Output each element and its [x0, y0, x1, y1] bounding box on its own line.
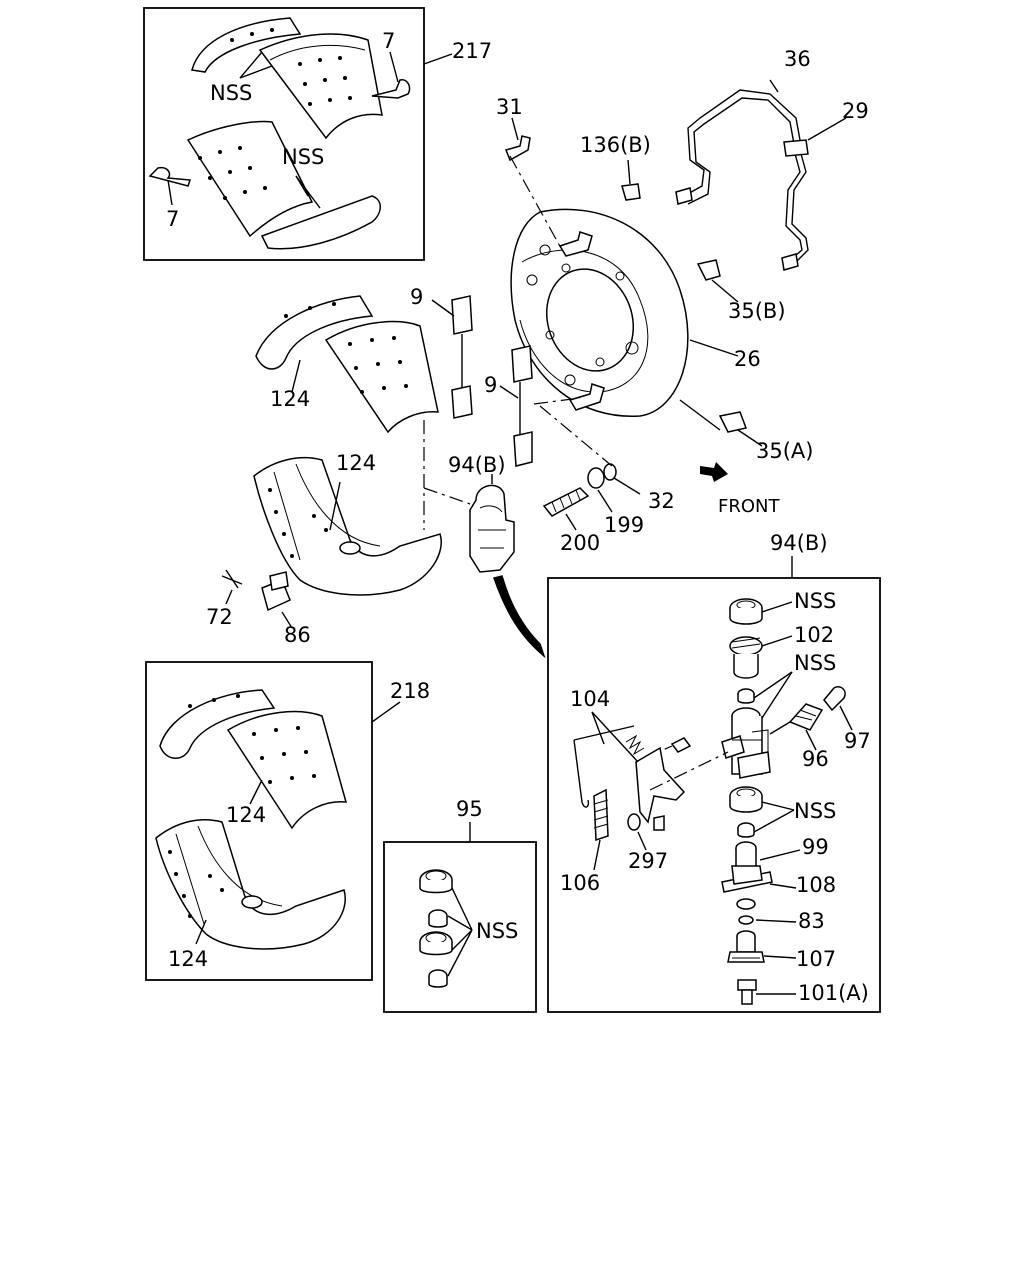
callout-95: 95 — [456, 797, 483, 821]
kit-218-box — [145, 661, 401, 981]
callout-nss-217b: NSS — [282, 145, 324, 169]
callout-124-lower: 124 — [336, 451, 376, 475]
callout-nss-217a: NSS — [210, 81, 252, 105]
callout-nss-d3: NSS — [794, 799, 836, 823]
callout-99: 99 — [802, 835, 829, 859]
callout-218: 218 — [390, 679, 430, 703]
callout-96: 96 — [802, 747, 829, 771]
callout-124-kit1: 124 — [226, 803, 266, 827]
callout-36: 36 — [784, 47, 811, 71]
callout-72: 72 — [206, 605, 233, 629]
front-indicator: FRONT — [718, 496, 780, 517]
callout-199: 199 — [604, 513, 644, 537]
callout-detail-94b: 94(B) — [770, 531, 828, 555]
callout-nss-d1: NSS — [794, 589, 836, 613]
callout-31: 31 — [496, 95, 523, 119]
callout-101a: 101(A) — [798, 981, 869, 1005]
callout-35b: 35(B) — [728, 299, 786, 323]
callout-nss-95: NSS — [476, 919, 518, 943]
callout-94b: 94(B) — [448, 453, 506, 477]
kit-217-box — [143, 7, 453, 261]
callout-124-top: 124 — [270, 387, 310, 411]
callout-29: 29 — [842, 99, 869, 123]
callout-217: 217 — [452, 39, 492, 63]
callout-nss-d2: NSS — [794, 651, 836, 675]
callout-108: 108 — [796, 873, 836, 897]
callout-124-kit2: 124 — [168, 947, 208, 971]
callout-107: 107 — [796, 947, 836, 971]
callout-9b: 9 — [484, 373, 497, 397]
kit-95-box — [383, 822, 537, 1013]
callout-136b: 136(B) — [580, 133, 651, 157]
callout-104: 104 — [570, 687, 610, 711]
detail-94b-box — [547, 556, 881, 1013]
callout-106: 106 — [560, 871, 600, 895]
callout-102: 102 — [794, 623, 834, 647]
callout-7-top: 7 — [382, 29, 395, 53]
callout-32: 32 — [648, 489, 675, 513]
callout-86: 86 — [284, 623, 311, 647]
callout-26: 26 — [734, 347, 761, 371]
callout-200: 200 — [560, 531, 600, 555]
shoes-and-springs — [221, 295, 533, 629]
callout-297: 297 — [628, 849, 668, 873]
callout-83: 83 — [798, 909, 825, 933]
callout-35a: 35(A) — [756, 439, 813, 463]
adjuster-group — [469, 397, 728, 659]
backing-plate-assembly — [504, 79, 847, 447]
callout-9a: 9 — [410, 285, 423, 309]
callout-7-bottom: 7 — [166, 207, 179, 231]
callout-97: 97 — [844, 729, 871, 753]
